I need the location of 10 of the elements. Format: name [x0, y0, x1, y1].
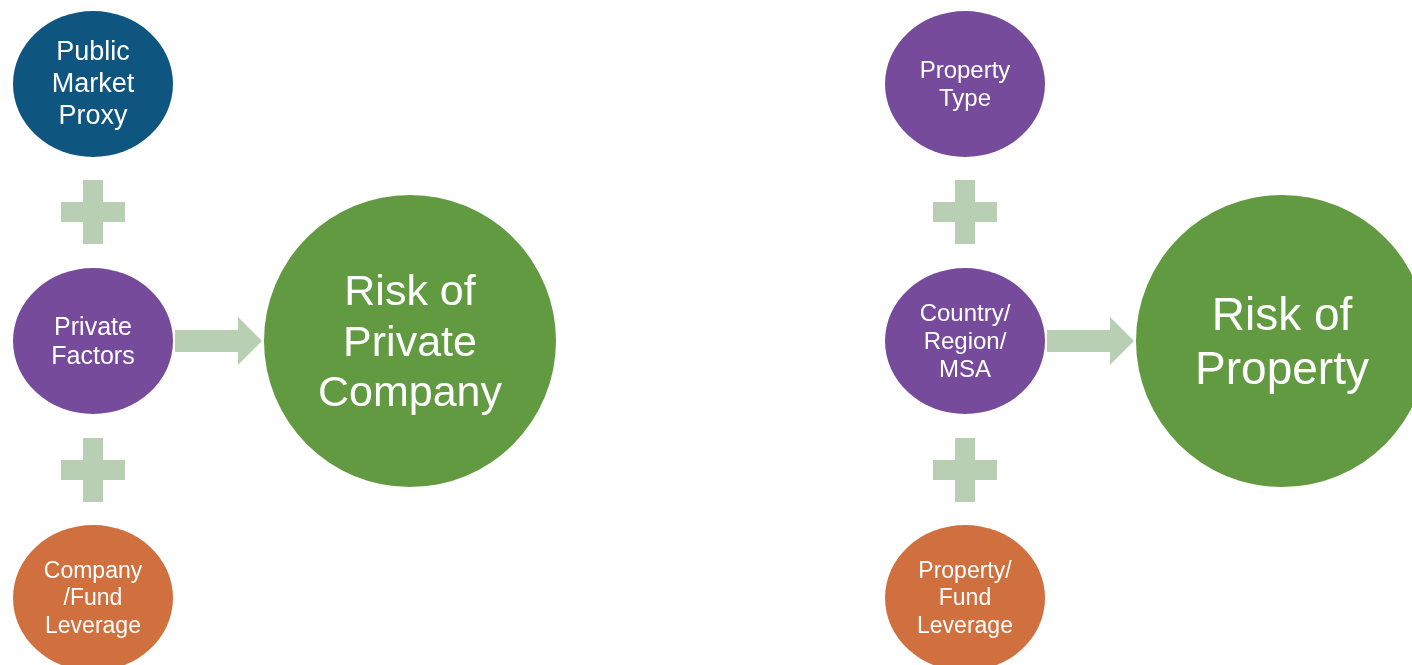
node-label: Risk of Private Company: [317, 264, 503, 418]
node-label: Risk of Property: [1194, 286, 1370, 396]
node-label: Property Type: [918, 55, 1012, 113]
node-label: Property/ Fund Leverage: [916, 557, 1014, 639]
block-arrow: [175, 317, 262, 365]
block-arrow: [1047, 317, 1134, 365]
node-label: Private Factors: [50, 311, 136, 371]
node-label: Company /Fund Leverage: [42, 557, 144, 639]
node-label: Public Market Proxy: [50, 36, 136, 132]
node-label: Country/ Region/ MSA: [918, 298, 1012, 384]
